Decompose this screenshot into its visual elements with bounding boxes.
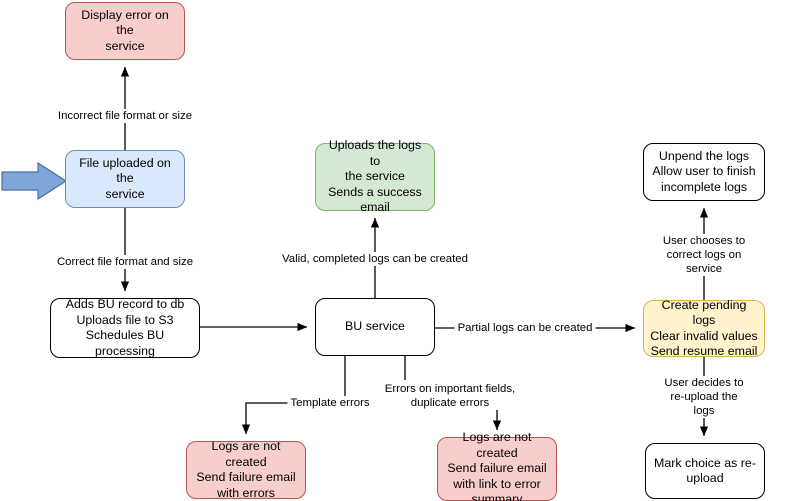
node-logs-not-created-error-summary[interactable]: Logs are not created Send failure email … — [437, 430, 557, 501]
node-mark-choice-as-re-upload[interactable]: Mark choice as re- upload — [645, 443, 765, 499]
entry-arrow — [1, 161, 68, 201]
edge-label-incorrect-file-format: Incorrect file format or size — [54, 109, 196, 123]
edge-label-user-decides-to-re-upload: User decides to re-upload the logs — [655, 376, 753, 418]
node-display-error[interactable]: Display error on the service — [65, 2, 185, 60]
edge-bu-service-to-logs-not-created-errors — [241, 356, 346, 435]
edge-label-correct-file-format: Correct file format and size — [53, 255, 197, 269]
edge-label-valid-completed-logs: Valid, completed logs can be created — [279, 252, 471, 266]
node-unpend-the-logs[interactable]: Unpend the logs Allow user to finish inc… — [643, 143, 765, 201]
node-uploads-the-logs[interactable]: Uploads the logs to the service Sends a … — [315, 138, 435, 214]
node-file-uploaded-on-the-service[interactable]: File uploaded on the service — [65, 150, 185, 208]
node-logs-not-created-with-errors[interactable]: Logs are not created Send failure email … — [186, 439, 306, 500]
edge-label-user-chooses-to-correct-logs: User chooses to correct logs on service — [655, 234, 753, 276]
edge-label-errors-on-important-fields: Errors on important fields, duplicate er… — [381, 382, 519, 410]
edge-label-partial-logs: Partial logs can be created — [454, 321, 596, 335]
edge-label-template-errors: Template errors — [287, 396, 373, 410]
node-adds-bu-record[interactable]: Adds BU record to db Uploads file to S3 … — [50, 297, 200, 358]
node-bu-service[interactable]: BU service — [315, 298, 435, 356]
node-create-pending-logs[interactable]: Create pending logs Clear invalid values… — [643, 298, 765, 358]
